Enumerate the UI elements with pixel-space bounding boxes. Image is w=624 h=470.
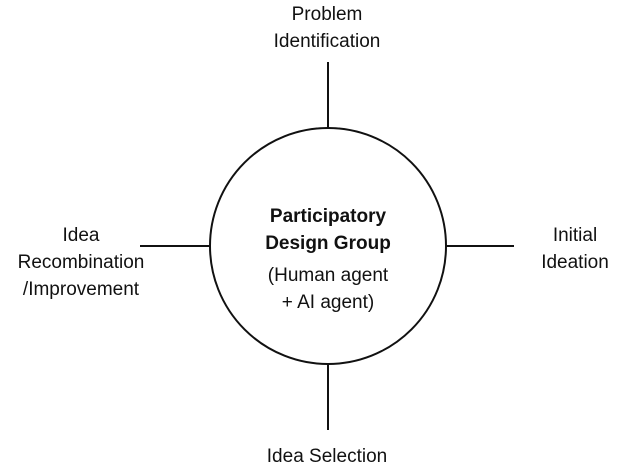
node-top-line1: Problem bbox=[291, 4, 363, 25]
node-bottom-line1: Idea Selection bbox=[266, 446, 388, 467]
center-title-line1: Participatory bbox=[269, 206, 387, 227]
center-sub-line2: + AI agent) bbox=[281, 292, 375, 313]
node-left-line3: /Improvement bbox=[22, 279, 140, 300]
node-top-line2: Identification bbox=[273, 31, 381, 52]
node-left-label: Idea Recombination /Improvement bbox=[0, 222, 162, 303]
center-subtitle: (Human agent + AI agent) bbox=[212, 262, 444, 316]
node-right-label: Initial Ideation bbox=[530, 222, 620, 276]
node-top-label: Problem Identification bbox=[226, 1, 428, 55]
node-left-line1: Idea bbox=[62, 225, 100, 246]
center-title: Participatory Design Group bbox=[212, 203, 444, 257]
node-right-line2: Ideation bbox=[541, 252, 609, 273]
center-sub-line1: (Human agent bbox=[267, 265, 389, 286]
node-left-line2: Recombination bbox=[17, 252, 145, 273]
node-bottom-label: Idea Selection bbox=[226, 443, 428, 470]
center-title-line2: Design Group bbox=[265, 233, 391, 254]
node-right-line1: Initial bbox=[552, 225, 598, 246]
